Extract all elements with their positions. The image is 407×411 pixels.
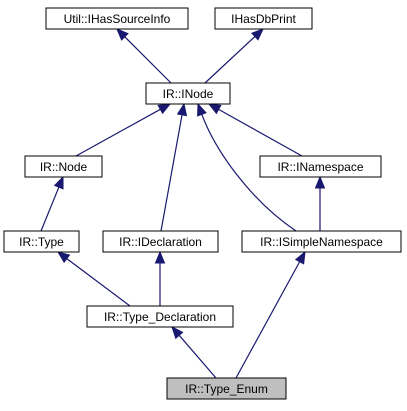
node-ir-node-label: IR::Node — [40, 160, 88, 174]
node-ihasdbprint[interactable]: IHasDbPrint — [214, 7, 313, 30]
edge-ir-type-to-ir-node — [40, 175, 64, 232]
edges-layer — [40, 28, 326, 379]
node-ir-type-declaration-label: IR::Type_Declaration — [104, 310, 216, 324]
node-ir-inamespace[interactable]: IR::INamespace — [259, 155, 382, 178]
edge-line — [75, 108, 161, 157]
node-util-ihassourceinfo-box — [45, 7, 189, 30]
edge-line — [160, 114, 183, 232]
node-ir-type[interactable]: IR::Type — [3, 230, 80, 253]
edge-line — [235, 261, 301, 379]
node-util-ihassourceinfo-label: Util::IHasSourceInfo — [64, 12, 171, 26]
node-ir-type-enum[interactable]: IR::Type_Enum — [166, 377, 287, 400]
node-ir-node-box — [24, 155, 103, 178]
node-ir-inode[interactable]: IR::INode — [145, 82, 231, 105]
node-ir-inamespace-label: IR::INamespace — [277, 160, 363, 174]
node-ir-inode-label: IR::INode — [163, 87, 214, 101]
node-ir-type-box — [3, 230, 80, 253]
nodes-layer: Util::IHasSourceInfo IHasDbPrint IR::INo… — [3, 7, 402, 400]
edge-ir-node-to-ir-inode — [75, 103, 172, 157]
node-ir-isimplenamespace-label: IR::ISimpleNamespace — [260, 235, 383, 249]
node-ir-isimplenamespace[interactable]: IR::ISimpleNamespace — [241, 230, 402, 253]
edge-arrowhead — [197, 102, 207, 117]
edge-line — [124, 36, 172, 84]
node-ir-ideclaration-label: IR::IDeclaration — [119, 235, 202, 249]
node-ir-type-enum-box — [166, 377, 287, 400]
edge-arrowhead — [171, 326, 184, 340]
node-ir-inode-box — [145, 82, 231, 105]
node-ir-ideclaration[interactable]: IR::IDeclaration — [102, 230, 219, 253]
edge-ir-type-enum-to-ir-type-declaration — [171, 326, 217, 379]
edge-arrowhead — [53, 175, 64, 190]
node-ir-type-declaration[interactable]: IR::Type_Declaration — [86, 305, 234, 328]
edge-ir-ideclaration-to-ir-inode — [160, 102, 188, 232]
node-ir-node[interactable]: IR::Node — [24, 155, 103, 178]
node-ir-type-enum-label: IR::Type_Enum — [185, 382, 268, 396]
edge-line — [40, 186, 60, 232]
edge-ir-inode-to-ihasdbprint — [204, 28, 264, 84]
edge-line — [66, 258, 131, 307]
edge-ir-inode-to-util-ihassourceinfo — [116, 28, 172, 84]
edge-line — [204, 36, 256, 84]
edge-ir-isimplenamespace-to-ir-inode — [197, 102, 297, 232]
node-ihasdbprint-label: IHasDbPrint — [231, 12, 296, 26]
edge-arrowhead — [157, 103, 172, 115]
edge-ir-inamespace-to-ir-inode — [207, 103, 303, 157]
edge-arrowhead — [207, 103, 222, 115]
edge-arrowhead — [154, 250, 166, 264]
edge-ir-type-declaration-to-ir-ideclaration — [154, 250, 166, 306]
edge-arrowhead — [251, 28, 264, 41]
edge-line — [178, 334, 217, 379]
edge-ir-type-declaration-to-ir-type — [56, 251, 131, 307]
edge-arrowhead — [116, 28, 129, 41]
node-ihasdbprint-box — [214, 7, 313, 30]
edge-arrowhead — [294, 250, 306, 265]
node-ir-inamespace-box — [259, 155, 382, 178]
node-util-ihassourceinfo[interactable]: Util::IHasSourceInfo — [45, 7, 189, 30]
node-ir-type-label: IR::Type — [19, 235, 64, 249]
node-ir-isimplenamespace-box — [241, 230, 402, 253]
node-ir-type-declaration-box — [86, 305, 234, 328]
node-ir-ideclaration-box — [102, 230, 219, 253]
edge-arrowhead — [314, 175, 326, 189]
edge-line — [201, 114, 297, 232]
edge-line — [218, 108, 303, 157]
edge-ir-type-enum-to-ir-isimplenamespace — [235, 250, 306, 379]
edge-arrowhead — [56, 251, 71, 264]
edge-arrowhead — [176, 102, 188, 117]
edge-ir-isimplenamespace-to-ir-inamespace — [314, 175, 326, 231]
